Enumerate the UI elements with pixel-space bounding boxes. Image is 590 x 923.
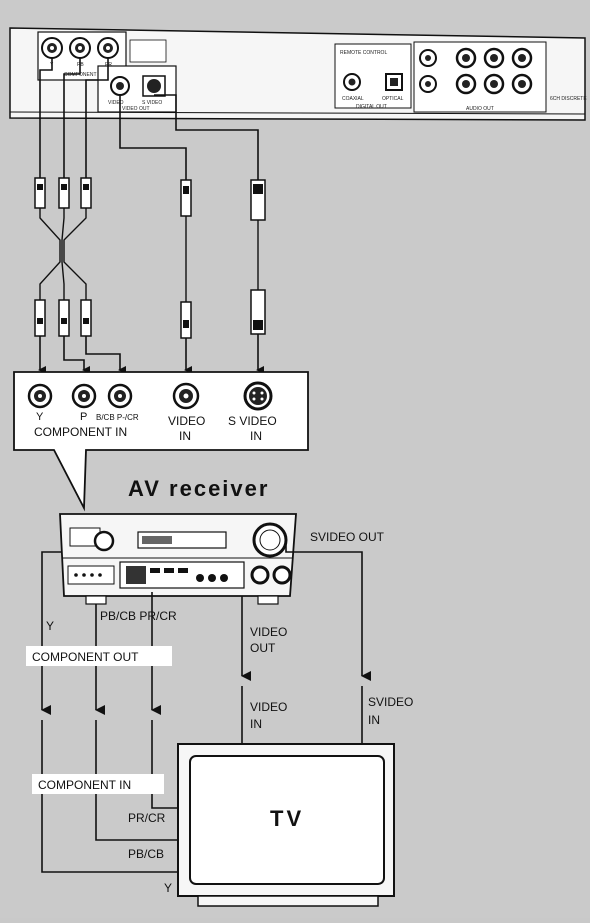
receiver-pb-pr-label: PB/CB PR/CR xyxy=(100,609,177,623)
dvd-player-rear-panel: Y PB PR COMPONENT VIDEO S VIDEO VIDEO OU… xyxy=(9,27,587,121)
tv-video-in-label-2: IN xyxy=(250,717,262,731)
player-video-out-label: VIDEO OUT xyxy=(122,106,150,112)
player-svideo-label: S VIDEO xyxy=(142,100,162,106)
video-cable xyxy=(119,95,192,374)
player-component-jacks xyxy=(41,37,119,59)
receiver-small-knob xyxy=(93,530,115,552)
tv-video-in-label-1: VIDEO xyxy=(250,700,287,714)
panel-pb-jack xyxy=(71,383,97,409)
tv-screen xyxy=(189,755,385,885)
panel-svideo-jack xyxy=(243,381,273,411)
player-coaxial-label: COAXIAL xyxy=(342,96,364,102)
receiver-video-out-label-1: VIDEO xyxy=(250,625,287,639)
svideo-cable xyxy=(154,94,266,374)
component-cable-top xyxy=(39,58,109,178)
av-receiver xyxy=(59,513,297,605)
panel-y-jack xyxy=(27,383,53,409)
component-cable-bundle xyxy=(39,208,87,300)
panel-pb-pr-label: B/CB P-/CR xyxy=(96,413,139,422)
panel-video-in-label: IN xyxy=(179,429,191,443)
player-audio-out-label: AUDIO OUT xyxy=(466,106,494,112)
component-plugs-top xyxy=(34,177,92,209)
panel-component-in-label: COMPONENT IN xyxy=(34,425,127,439)
player-optical-label: OPTICAL xyxy=(382,96,404,102)
panel-pr-jack xyxy=(107,383,133,409)
tv-title: TV xyxy=(270,806,304,831)
tv-component-in-label: COMPONENT IN xyxy=(38,778,131,792)
receiver-svideo-out-label: SVIDEO OUT xyxy=(310,530,385,544)
tv-y-label: Y xyxy=(164,881,172,895)
panel-y-label: Y xyxy=(36,411,44,423)
tv-svideo-in-label-1: SVIDEO xyxy=(368,695,413,709)
tv-pb-label: PB/CB xyxy=(128,847,164,861)
receiver-component-out-label: COMPONENT OUT xyxy=(32,650,139,664)
panel-video-jack xyxy=(172,382,200,410)
component-in-label-bg xyxy=(32,774,164,794)
player-component-group-label: COMPONENT xyxy=(64,72,97,78)
tv-svideo-in-label-2: IN xyxy=(368,713,380,727)
player-digital-out-label: DIGITAL OUT xyxy=(356,104,387,110)
panel-svideo-label: S VIDEO xyxy=(228,414,277,428)
player-remote-label: REMOTE CONTROL xyxy=(340,50,387,56)
receiver-video-out-label-2: OUT xyxy=(250,641,276,655)
receiver-y-label: Y xyxy=(46,619,54,633)
player-6ch-label: 6CH DISCRETE xyxy=(550,96,587,102)
component-out-label-bg xyxy=(26,646,172,666)
receiver-input-panel: Y P B/CB P-/CR VIDEO IN S VIDEO IN COMPO… xyxy=(13,371,309,512)
tv-pr-label: PR/CR xyxy=(128,811,166,825)
panel-svideo-in-label: IN xyxy=(250,429,262,443)
panel-video-label: VIDEO xyxy=(168,414,205,428)
player-video-label: VIDEO xyxy=(108,100,124,106)
receiver-title: AV receiver xyxy=(128,476,269,501)
panel-p-label: P xyxy=(80,411,87,423)
player-audio-jacks xyxy=(419,47,533,95)
component-plugs-bottom xyxy=(34,299,92,337)
tv xyxy=(177,743,395,907)
